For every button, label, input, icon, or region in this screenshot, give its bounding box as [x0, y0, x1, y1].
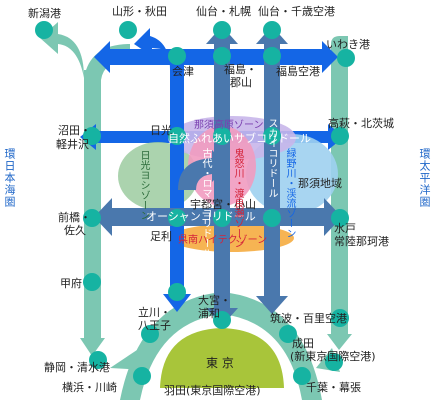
- city-maebashi-2: 佐久: [64, 224, 86, 237]
- city-iwaki: いわき港: [326, 38, 370, 51]
- city-narita-1: 成田: [292, 337, 314, 350]
- corridor-ocean-label: オーシャンコリドール: [146, 210, 256, 223]
- city-aizu: 会津: [172, 65, 194, 78]
- city-nasu: 那須地域: [298, 177, 342, 190]
- zone-kinugawa-label: 鬼怒川・渡良瀬ゾーン: [232, 148, 243, 248]
- city-sendai-chiba-airport: 仙台・千歳空港: [258, 5, 335, 18]
- label-sea-of-japan: 環日本海圏: [3, 148, 16, 208]
- city-mito-2: 常陸那珂港: [334, 235, 389, 248]
- city-tokyo: 東 京: [206, 356, 234, 370]
- label-pacific: 環太平洋圏: [418, 148, 431, 208]
- city-sendai-sapporo: 仙台・札幌: [196, 5, 251, 18]
- city-ashikaga: 足利: [150, 230, 172, 243]
- city-fukushima-airport: 福島空港: [276, 65, 320, 78]
- city-chiba: 千葉・幕張: [306, 381, 361, 394]
- city-omiya-1: 大宮・: [198, 294, 231, 307]
- city-shizuoka: 静岡・清水港: [44, 361, 110, 374]
- city-numata-2: 軽井沢: [56, 138, 89, 151]
- city-kofu: 甲府: [60, 277, 82, 290]
- city-numata-1: 沼田・: [58, 124, 91, 137]
- corridor-ancient-label: 古代・ロマンコリドール: [200, 148, 211, 258]
- city-nikko: 日光: [150, 124, 172, 137]
- hightech-zone-ellipse: [170, 224, 294, 252]
- city-yamagata-akita: 山形・秋田: [112, 5, 167, 18]
- city-mito-1: 水戸: [334, 222, 356, 235]
- corridor-nature-label: 自然ふれあいサブコリドール: [168, 132, 311, 145]
- zone-bando-label: 県南ハイテクゾーン: [178, 235, 268, 246]
- city-tachikawa-2: 八王子: [138, 319, 171, 332]
- nikko-arc: [178, 150, 228, 190]
- city-utsunomiya: 宇都宮・小山: [190, 198, 256, 211]
- zone-nasu-kogen-label: 那須高原ゾーン: [194, 120, 264, 131]
- city-tsukuba: 筑波・百里空港: [270, 312, 347, 325]
- city-narita-2: (新東京国際空港): [290, 350, 376, 363]
- city-niigata: 新潟港: [28, 7, 61, 20]
- city-yokohama: 横浜・川崎: [62, 381, 117, 394]
- zone-nikko-label: 日光ヨシゾーン: [138, 150, 149, 220]
- city-omiya-2: 浦和: [198, 307, 220, 320]
- corridor-sky-label: スカイコリドール: [266, 118, 277, 198]
- city-tachikawa-1: 立川・: [138, 306, 171, 319]
- city-maebashi-1: 前橋・: [58, 211, 91, 224]
- city-takahagi: 高萩・北茨城: [328, 117, 394, 130]
- zone-highway-label: 緑野川・渓流ゾーン: [284, 148, 295, 238]
- tokyo-area: [160, 328, 284, 388]
- city-nodes: [35, 21, 355, 385]
- city-fukushima-2: 郡山: [230, 76, 252, 89]
- city-fukushima-1: 福島・: [224, 63, 257, 76]
- city-haneda: 羽田(東京国際空港): [164, 384, 261, 397]
